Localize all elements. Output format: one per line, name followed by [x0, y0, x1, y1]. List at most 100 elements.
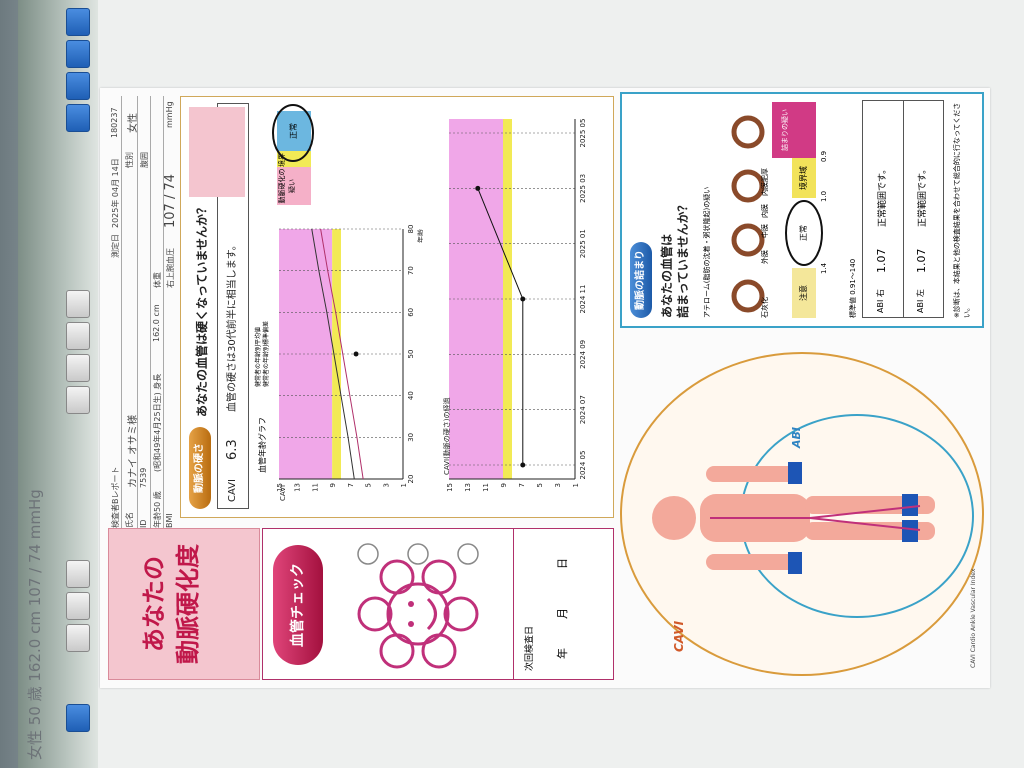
- tick-14: 1.4: [820, 262, 828, 274]
- id-label: ID: [139, 519, 148, 528]
- abi-right-label: ABI 右: [876, 289, 885, 313]
- bp-value: 107 / 74: [163, 174, 178, 228]
- abi-right-row: ABI 右 1.07 正常範囲です。: [863, 101, 904, 317]
- atheroma-label: アテローム(脂肪の沈着・粥状隆起)の疑い: [703, 186, 711, 318]
- abi-left-label: ABI 左: [916, 289, 925, 313]
- sex-label: 性別: [125, 152, 134, 168]
- toolbar-button-3[interactable]: [66, 72, 90, 100]
- trend-point: [520, 296, 526, 302]
- abi-right-value: 1.07: [875, 248, 888, 274]
- x-tick-label: 2024 09: [579, 340, 587, 369]
- toolbar-button-4[interactable]: [66, 104, 90, 132]
- abi-left-value: 1.07: [915, 248, 928, 274]
- abi-tag: ABI: [790, 427, 803, 448]
- toolbar-button-6[interactable]: [66, 322, 90, 350]
- graph1-title: 血管年齢グラフ: [258, 417, 267, 473]
- abi-left-comment: 正常範囲です。: [918, 164, 928, 227]
- brand-text: CAVI Cardio Ankle Vascular Index: [970, 568, 977, 668]
- x-tick-label: 2024 11: [579, 285, 587, 314]
- trend-point: [475, 185, 481, 191]
- report-title: あなたの 動脈硬化度: [137, 529, 205, 679]
- next-exam-day: 日: [556, 558, 569, 569]
- calcification-label: 石灰化: [761, 297, 769, 318]
- x-tick-label: 60: [407, 308, 415, 317]
- report-content: あなたの 動脈硬化度 検査者Bレポート 測定日 2025年 04月 14日 18…: [100, 88, 990, 688]
- middle-label: 中膜: [761, 224, 769, 238]
- occlusion-pill: 動脈の詰まり: [630, 242, 652, 318]
- exam-date-label: 測定日: [111, 234, 120, 258]
- birth-value: (昭和49年4月25日生) 身長: [153, 373, 162, 472]
- toolbar-button-8[interactable]: [66, 386, 90, 414]
- abi-left-row: ABI 左 1.07 正常範囲です。: [903, 101, 943, 317]
- x-tick-label: 2025 01: [579, 229, 587, 258]
- cavi-tag: CAVI: [672, 620, 686, 652]
- result-circle-mark: [272, 104, 314, 162]
- x-tick-label: 40: [407, 391, 415, 400]
- toolbar-button-11[interactable]: [66, 624, 90, 652]
- y-tick-label: 9: [500, 483, 508, 487]
- patient-status-text: 女性 50 歳 162.0 cm 107 / 74 mmHg: [24, 470, 48, 760]
- occlusion-question-2: 詰まっていませんか？: [676, 199, 690, 318]
- stiffness-panel: 動脈の硬さ あなたの血管は硬くなっていませんか？ CAVI 6.3 血管の硬さは…: [180, 96, 614, 518]
- y-tick-label: 3: [382, 483, 390, 487]
- title-line-2: 動脈硬化度: [174, 544, 202, 664]
- tick-10: 1.0: [820, 190, 828, 202]
- bp-unit: mmHg: [165, 101, 174, 128]
- cavi-comment: 血管の硬さは30代前半に相当します。: [227, 240, 238, 412]
- x-tick-label: 2024 07: [579, 395, 587, 424]
- vessel-illustration: [189, 107, 245, 197]
- toolbar-button-5[interactable]: [66, 290, 90, 318]
- vertical-toolbar: 女性 50 歳 162.0 cm 107 / 74 mmHg: [18, 0, 98, 768]
- pink-band: [449, 119, 503, 479]
- toolbar-button-10[interactable]: [66, 592, 90, 620]
- y-tick-label: 9: [329, 483, 337, 487]
- bmi-label: BMI: [165, 513, 174, 528]
- vessel-check-panel: 血管チェック 次回検査日 年: [262, 528, 614, 680]
- toolbar-button-1[interactable]: [66, 8, 90, 36]
- zone-border: 境界域: [792, 158, 816, 198]
- toolbar-button-12[interactable]: [66, 704, 90, 732]
- cavi-label: CAVI: [227, 479, 238, 502]
- artery-rings-icon: [731, 115, 765, 313]
- title-line-1: あなたの: [140, 556, 168, 652]
- graph2-title: CAVI(動脈の硬さ)の経過: [443, 397, 451, 475]
- y-tick-label: 13: [294, 483, 302, 492]
- exam-date: 2025年 04月 14日: [111, 158, 120, 228]
- footnote: ※診断は、本結果と他の検査結果を合わせて総合的に行なってください。: [953, 102, 971, 318]
- x-axis-label: 年齢: [416, 229, 423, 243]
- exam-time: 180237: [110, 107, 119, 138]
- legend-sd: 健常者の年齢別標準偏差: [263, 320, 270, 387]
- zone-caution: 注意: [792, 268, 816, 318]
- tick-09: 0.9: [820, 150, 828, 162]
- inner-label: 内膜: [761, 204, 769, 218]
- next-exam-month: 月: [556, 608, 569, 619]
- x-tick-label: 2024 05: [579, 451, 587, 480]
- cavi-trend-graph: 2024 05 2024 07 2024 09 2024 11 2025 01 2025 …: [443, 119, 587, 492]
- y-axis-label: CAVI: [279, 485, 287, 501]
- human-body-icon: [652, 462, 935, 574]
- yellow-band: [503, 119, 512, 479]
- y-tick-label: 15: [276, 483, 284, 492]
- pink-band: [279, 229, 333, 479]
- next-exam-box: 次回検査日 年 月 日: [513, 529, 614, 679]
- y-tick-label: 11: [311, 483, 319, 492]
- y-tick-label: 1: [572, 483, 580, 487]
- x-tick-label: 2025 05: [579, 119, 587, 148]
- trend-point: [520, 462, 526, 468]
- series-line: [311, 228, 355, 480]
- y-tick-label: 15: [446, 483, 454, 492]
- report-name: 検査者Bレポート: [111, 466, 120, 529]
- vessel-check-button[interactable]: 血管チェック: [273, 545, 323, 665]
- toolbar-button-2[interactable]: [66, 40, 90, 68]
- toolbar-button-9[interactable]: [66, 560, 90, 588]
- x-tick-label: 30: [407, 433, 415, 442]
- occlusion-panel: 動脈の詰まり あなたの血管は 詰まっていませんか？ アテローム(脂肪の沈着・粥状…: [620, 92, 984, 328]
- stiffness-pill: 動脈の硬さ: [189, 427, 211, 509]
- y-tick-label: 3: [554, 483, 562, 487]
- x-tick-label: 20: [407, 475, 415, 484]
- report-sheet: あなたの 動脈硬化度 検査者Bレポート 測定日 2025年 04月 14日 18…: [100, 88, 990, 688]
- height-value: 162.0 cm: [152, 304, 161, 342]
- toolbar-button-7[interactable]: [66, 354, 90, 382]
- status-suspect: 動脈硬化の疑い: [277, 167, 311, 205]
- inner-thick-label: 内膜肥厚: [761, 168, 769, 196]
